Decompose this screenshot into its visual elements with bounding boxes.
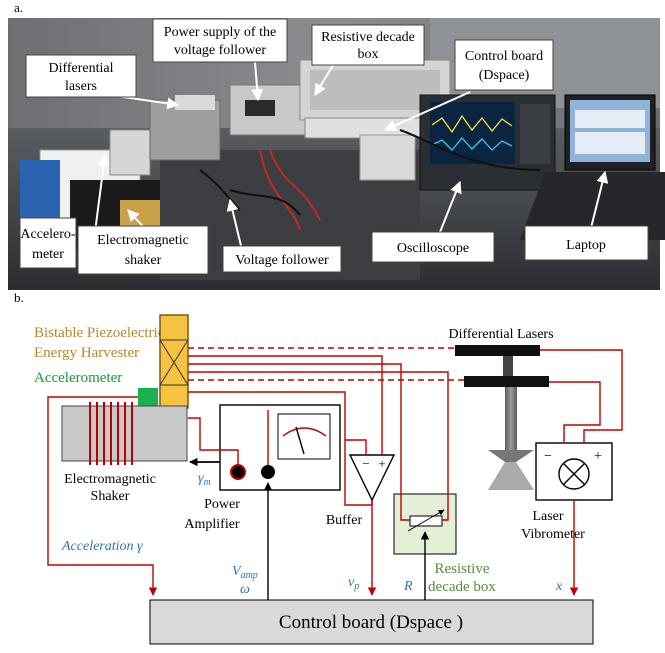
control-arrows	[263, 482, 430, 600]
callout-resistive-box: Resistive decade box	[311, 24, 425, 66]
resistive-label-line2: decade box	[428, 579, 496, 595]
accelerometer-block	[138, 388, 158, 406]
svg-text:meter: meter	[32, 247, 64, 262]
control-board-box	[149, 599, 594, 645]
callout-power-supply: Power supply of the voltage follower	[152, 18, 288, 63]
callout-laptop: Laptop	[524, 225, 649, 261]
callout-control-board: Control board (Dspace)	[454, 39, 554, 91]
amplifier-label: Power	[204, 497, 240, 512]
buffer: − +	[348, 454, 396, 502]
harvester-label: Bistable Piezoelectric	[34, 325, 165, 341]
svg-text:Voltage follower: Voltage follower	[235, 253, 329, 268]
resistive-label: Resistive	[435, 561, 490, 577]
callout-accelerometer: Accelero- meter	[19, 217, 77, 269]
svg-text:box: box	[358, 47, 379, 62]
shaker-label: Electromagnetic	[64, 472, 156, 487]
harvester-box	[159, 314, 189, 409]
harvester-label-line2: Energy Harvester	[34, 345, 139, 361]
svg-text:Control board: Control board	[465, 49, 543, 64]
panel-a-label: a.	[14, 0, 23, 15]
signal-v-amp: Vamp	[232, 564, 258, 581]
accelerometer-label: Accelerometer	[34, 370, 122, 386]
svg-text:+: +	[594, 449, 602, 464]
signal-acceleration: Acceleration γ	[61, 539, 143, 554]
wires	[47, 347, 623, 596]
svg-text:Resistive decade: Resistive decade	[321, 30, 415, 45]
svg-text:shaker: shaker	[125, 253, 162, 268]
callout-oscilloscope: Oscilloscope	[371, 231, 495, 263]
amplifier-label-line2: Amplifier	[184, 517, 240, 532]
callout-shaker: Electromagnetic shaker	[77, 225, 209, 275]
svg-text:voltage follower: voltage follower	[174, 43, 266, 58]
signal-v-p: vp	[348, 575, 359, 592]
svg-text:Electromagnetic: Electromagnetic	[97, 233, 189, 248]
buffer-label: Buffer	[326, 513, 363, 528]
power-amplifier	[219, 404, 341, 491]
svg-text:(Dspace): (Dspace)	[479, 68, 530, 83]
control-board-label: Control board (Dspace )	[279, 612, 463, 633]
panel-b-label: b.	[14, 290, 24, 305]
differential-lasers-label: Differential Lasers	[448, 327, 553, 342]
svg-text:lasers: lasers	[65, 79, 97, 94]
svg-text:Laptop: Laptop	[566, 238, 606, 253]
svg-text:−: −	[362, 456, 369, 471]
svg-text:+: +	[378, 456, 385, 471]
laser-vibrometer: − +	[535, 442, 613, 501]
signal-omega: ω	[240, 582, 250, 597]
svg-text:−: −	[544, 449, 552, 464]
callout-arrows	[94, 61, 609, 251]
callout-voltage-follower: Voltage follower	[222, 245, 342, 273]
svg-text:Accelero-: Accelero-	[20, 227, 76, 242]
svg-text:Differential: Differential	[48, 61, 113, 76]
callout-differential-lasers: Differential lasers	[25, 54, 137, 98]
signal-R: R	[403, 579, 413, 594]
gamma-m-label: γm	[198, 471, 211, 488]
differential-lasers	[455, 345, 549, 490]
vibrometer-label-line2: Vibrometer	[521, 527, 585, 542]
vibrometer-label: Laser	[532, 509, 563, 524]
svg-text:Power supply of the: Power supply of the	[164, 25, 276, 40]
shaker-label-line2: Shaker	[91, 489, 130, 504]
electromagnetic-shaker	[61, 402, 188, 465]
svg-text:Oscilloscope: Oscilloscope	[397, 241, 469, 256]
signal-x: x	[555, 579, 563, 594]
